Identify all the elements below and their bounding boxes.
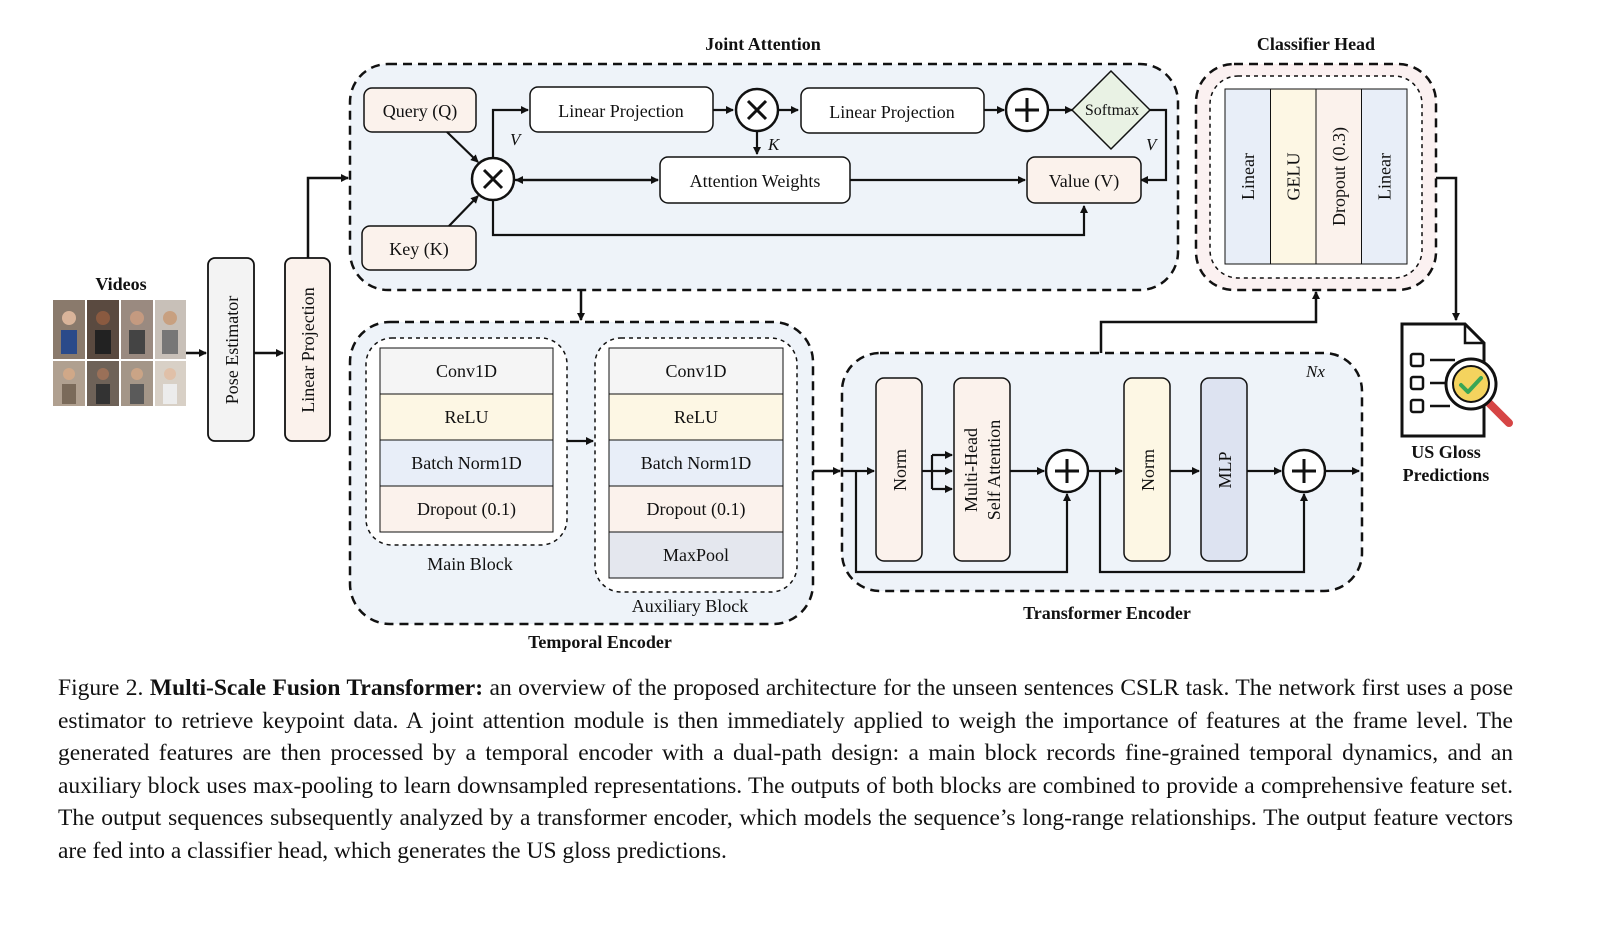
linear-projection-1-label: Linear Projection [558,101,683,121]
v-label-2: V [1146,135,1159,154]
main-block-relu-label: ReLU [445,407,489,427]
magnifier-check-icon [1444,357,1513,427]
norm2-label: Norm [1138,449,1158,491]
caption-label: Figure 2. [58,675,144,701]
main-block-conv1d-layer [379,347,554,395]
mlp-label: MLP [1215,451,1235,488]
softmax-label: Softmax [1085,102,1139,119]
query-box [363,87,477,133]
caption-text: an overview of the proposed architecture… [58,675,1513,864]
mhsa-box [953,377,1011,562]
caption-title: Multi-Scale Fusion Transformer: [149,675,484,701]
aux-block-relu-layer [608,393,784,441]
attention-weights-label: Attention Weights [690,171,821,191]
main-block-layers: Conv1D ReLU Batch Norm1D Dropout (0.1) [379,347,554,533]
auxiliary-block-layers: Conv1D ReLU Batch Norm1D Dropout (0.1) MaxPo… [608,347,784,579]
value-box [1026,156,1142,204]
aux-block-dropout-0-1-label: Dropout (0.1) [647,499,746,520]
mhsa-label-2: Self Attention [984,420,1004,521]
pose-estimator-box [207,257,255,442]
classifier-layers: Linear GELU Dropout (0.3) Linear [1224,88,1408,265]
classifier-linear-0-label: Linear [1238,153,1258,200]
mlp-box [1200,377,1248,562]
aux-block-maxpool-layer [608,531,784,579]
main-block-conv1d-label: Conv1D [436,361,497,381]
classifier-gelu-1-layer [1270,88,1317,265]
mhsa-label-1: Multi-Head [961,428,981,512]
temporal-encoder-title: Temporal Encoder [528,632,672,652]
query-label: Query (Q) [383,101,457,122]
main-block-label: Main Block [427,554,513,574]
k-label: K [767,135,781,154]
joint-attention-title: Joint Attention [705,34,821,54]
main-block-batch-norm1d-label: Batch Norm1D [411,453,521,473]
classifier-dropout-0-3-2-label: Dropout (0.3) [1329,127,1350,226]
aux-block-maxpool-label: MaxPool [663,545,729,565]
input-linear-projection-label: Linear Projection [298,287,318,412]
key-box [361,225,477,271]
key-label: Key (K) [389,239,448,260]
classifier-gelu-1-label: GELU [1283,153,1303,201]
output-label-1: US Gloss [1411,442,1481,462]
softmax-diamond [1070,69,1152,151]
videos-label: Videos [95,274,146,294]
aux-block-conv1d-label: Conv1D [665,361,726,381]
classifier-linear-3-layer [1361,88,1408,265]
main-block-dropout-0-1-label: Dropout (0.1) [417,499,516,520]
v-label-1: V [510,130,523,149]
classifier-head-title: Classifier Head [1257,34,1375,54]
main-block-dropout-0-1-layer [379,485,554,533]
video-thumbnails [53,300,186,406]
output-label-2: Predictions [1403,465,1490,485]
classifier-linear-3-label: Linear [1374,153,1394,200]
norm1-box [875,377,923,562]
auxiliary-block-label: Auxiliary Block [632,596,748,616]
figure-caption: Figure 2. Multi-Scale Fusion Transformer… [58,672,1513,867]
aux-block-dropout-0-1-layer [608,485,784,533]
classifier-dropout-0-3-2-layer [1315,88,1362,265]
repeat-label: Nx [1305,362,1325,381]
aux-block-relu-label: ReLU [674,407,718,427]
linear-projection-2-label: Linear Projection [829,102,954,122]
transformer-encoder-title: Transformer Encoder [1023,603,1191,623]
aux-block-conv1d-layer [608,347,784,395]
norm1-label: Norm [890,449,910,491]
aux-block-batch-norm1d-label: Batch Norm1D [641,453,751,473]
pose-estimator-label: Pose Estimator [222,296,242,405]
classifier-linear-0-layer [1224,88,1271,265]
architecture-diagram: Joint Attention Classifier Head Temporal… [53,34,1513,652]
norm2-box [1123,377,1171,562]
value-label: Value (V) [1049,171,1119,192]
